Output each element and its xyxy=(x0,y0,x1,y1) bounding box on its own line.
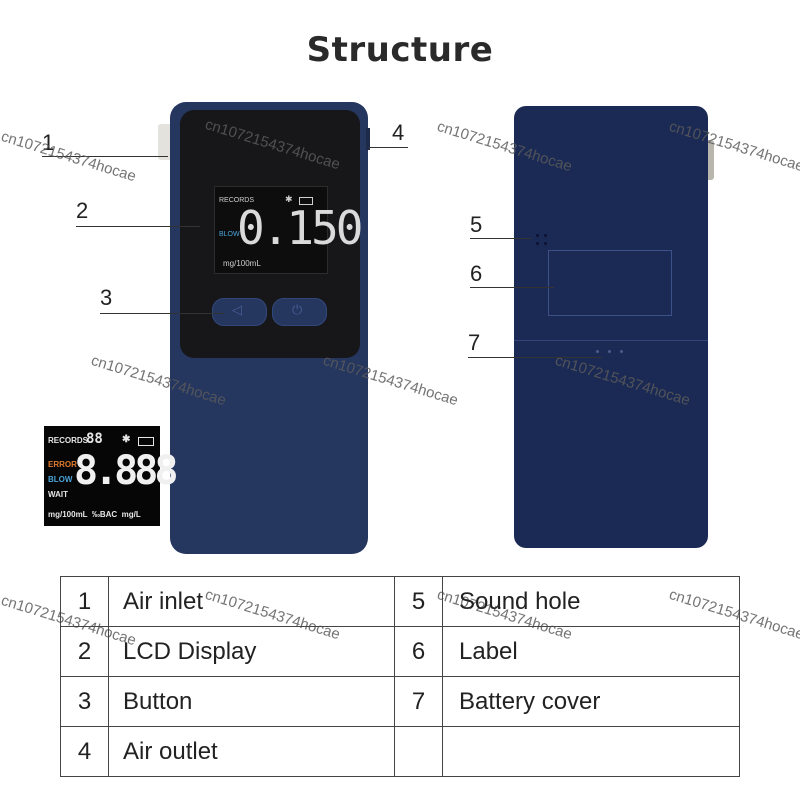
back-device-body xyxy=(514,106,708,548)
leader-line-6 xyxy=(470,287,554,288)
callout-5: 5 xyxy=(470,212,483,237)
lcd-blow-label: BLOW xyxy=(219,231,240,238)
lcd-reading: 0.150 xyxy=(237,201,363,255)
part-label: Sound hole xyxy=(442,576,740,627)
part-label: LCD Display xyxy=(108,626,395,677)
sound-hole-dot xyxy=(544,242,547,245)
battery-cover-seam xyxy=(514,340,708,341)
part-number: 7 xyxy=(394,676,443,727)
part-number: 5 xyxy=(394,576,443,627)
callout-2: 2 xyxy=(76,198,89,223)
inset-blow-label: BLOW xyxy=(48,475,73,484)
cover-dot xyxy=(608,350,611,353)
table-row: 4 Air outlet xyxy=(60,726,740,777)
part-number: 3 xyxy=(60,676,109,727)
leader-line-1 xyxy=(42,156,168,157)
part-number: 2 xyxy=(60,626,109,677)
empty-cell xyxy=(442,726,740,777)
battery-icon xyxy=(299,197,313,205)
inset-digits: 8.888 xyxy=(74,448,178,494)
power-icon: ⏻ xyxy=(292,303,303,318)
page-title: Structure xyxy=(306,30,494,70)
callout-3: 3 xyxy=(100,285,113,310)
part-number: 1 xyxy=(60,576,109,627)
part-label: Battery cover xyxy=(442,676,740,727)
leader-line-5 xyxy=(470,238,532,239)
sound-hole-dot xyxy=(536,242,539,245)
callout-6: 6 xyxy=(470,261,483,286)
empty-cell xyxy=(394,726,443,777)
cover-dot xyxy=(620,350,623,353)
power-button[interactable]: ⏻ xyxy=(272,298,327,326)
part-label: Label xyxy=(442,626,740,677)
table-row: 2 LCD Display 6 Label xyxy=(60,626,740,677)
back-air-inlet xyxy=(706,140,714,180)
leader-line-3 xyxy=(100,313,224,314)
part-label: Air outlet xyxy=(108,726,395,777)
inset-battery-icon xyxy=(138,437,154,446)
bluetooth-icon: ✱ xyxy=(285,195,293,205)
part-number: 6 xyxy=(394,626,443,677)
air-outlet xyxy=(366,128,370,150)
inset-wait-label: WAIT xyxy=(48,490,68,499)
inset-bluetooth-icon: ✱ xyxy=(122,434,131,445)
leader-line-4 xyxy=(368,147,408,148)
sound-hole-dot xyxy=(536,234,539,237)
part-label: Air inlet xyxy=(108,576,395,627)
front-lcd-display: RECORDS ✱ BLOW 0.150 mg/100mL xyxy=(214,186,363,274)
lcd-records-label: RECORDS xyxy=(219,197,255,204)
device-label-area xyxy=(548,250,672,316)
parts-table: 1 Air inlet 5 Sound hole 2 LCD Display 6… xyxy=(60,576,740,777)
inset-units: mg/100mL ‰BAC mg/L xyxy=(48,510,141,519)
cover-dot xyxy=(596,350,599,353)
table-row: 3 Button 7 Battery cover xyxy=(60,676,740,727)
inset-records-label: RECORDS xyxy=(48,436,89,445)
callout-7: 7 xyxy=(468,330,481,355)
inset-records-digits: 88 xyxy=(86,431,103,447)
part-label: Button xyxy=(108,676,395,727)
lcd-unit: mg/100mL xyxy=(223,259,261,268)
table-row: 1 Air inlet 5 Sound hole xyxy=(60,576,740,627)
lcd-segment-inset: RECORDS 88 ✱ ERROR BLOW WAIT 8.888 mg/10… xyxy=(44,426,178,526)
speaker-icon: ◁ xyxy=(232,303,242,318)
sound-hole-dot xyxy=(544,234,547,237)
sound-button[interactable]: ◁ xyxy=(212,298,267,326)
leader-line-7 xyxy=(468,357,602,358)
part-number: 4 xyxy=(60,726,109,777)
callout-1: 1 xyxy=(42,130,55,155)
callout-4: 4 xyxy=(392,120,405,145)
inset-error-label: ERROR xyxy=(48,460,77,469)
leader-line-2 xyxy=(76,226,200,227)
